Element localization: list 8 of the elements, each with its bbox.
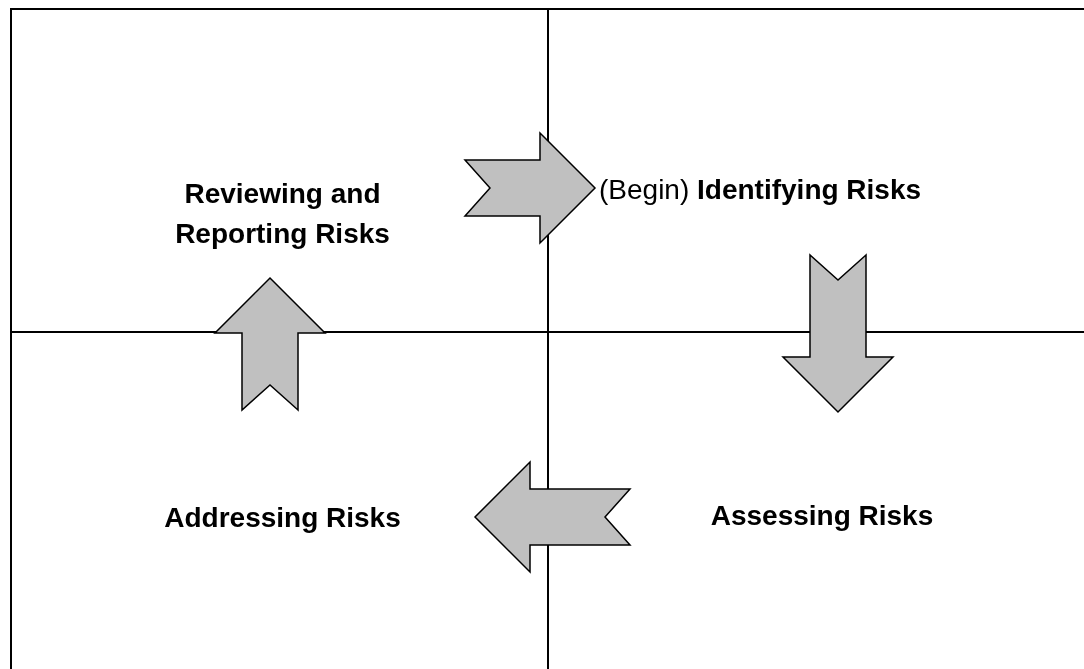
step-label: (Begin) Identifying Risks	[599, 173, 922, 207]
block-arrow	[213, 276, 327, 412]
step-label: Addressing Risks	[164, 501, 401, 535]
block-arrow	[473, 460, 632, 574]
step-label: Assessing Risks	[710, 499, 934, 533]
block-arrow	[463, 131, 597, 245]
block-arrow	[781, 253, 895, 414]
step-label: Reviewing and Reporting Risks	[174, 177, 391, 251]
